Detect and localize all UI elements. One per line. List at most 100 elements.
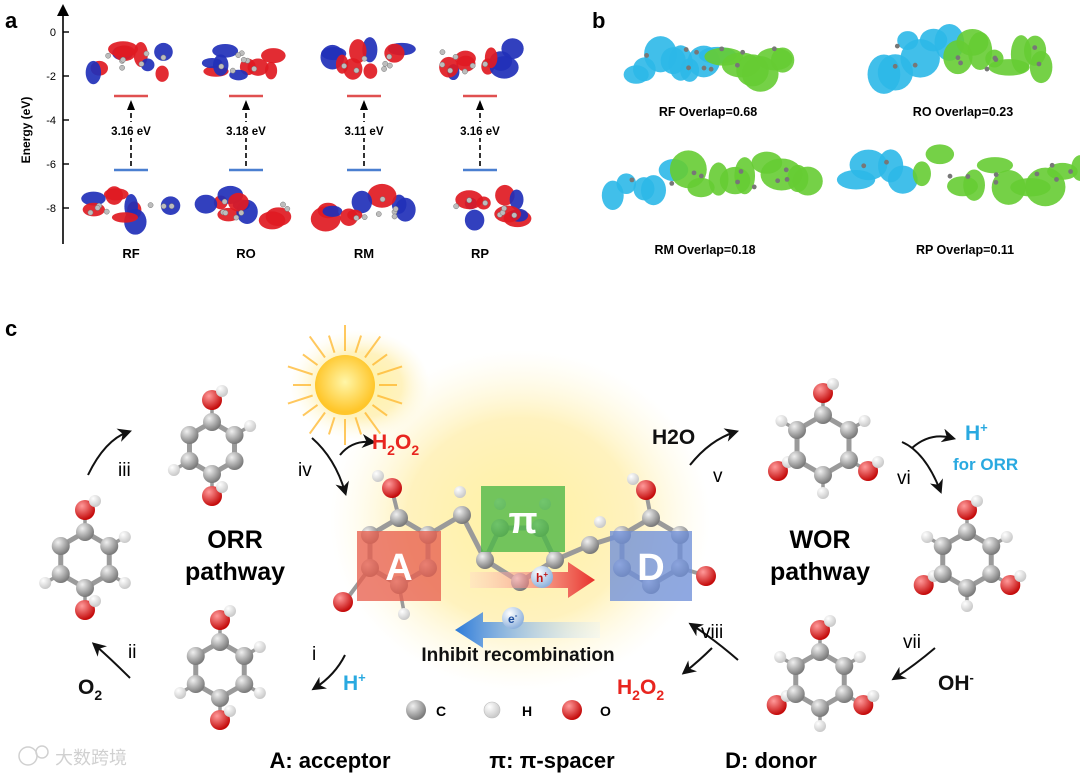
gap-value: 3.18 eV [226,126,266,138]
molecule-column-ro: 3.18 eV RO [194,44,292,261]
atom-dot [1068,169,1073,174]
orbital-lobe [105,186,123,205]
oxygen-atom [810,620,830,640]
arrow-step-v [689,428,739,466]
legend-carbon-label: C [436,703,446,719]
o2-label: O2 [78,676,102,703]
panel-label-b: b [592,8,605,33]
h2o2-top: H2O2 [372,431,419,458]
gap-arrowhead [127,100,135,110]
hydrogen-atom [244,420,257,432]
hydrogen-atom [253,641,266,653]
hplus-orr-h: H [343,672,358,695]
y-tick-label: -2 [46,71,56,83]
atom-dot [235,52,242,58]
orbital-lobe [194,194,218,214]
atom-dot [701,65,707,71]
y-ticks: 0-2-4-6-8 [46,27,69,215]
sun-ray [354,417,363,435]
orbital-lobe [351,190,373,214]
sun-ray [302,353,319,366]
carbon-atom [186,675,205,693]
sun-ray [364,335,382,359]
legend-oxygen-ball [562,700,582,720]
atom-dot [103,208,110,215]
atom-dot [784,176,790,182]
hydrogen-atom [1000,531,1013,543]
hydrogen-atom [398,608,410,620]
hplus-wor-charge: + [980,420,988,435]
donor-block-label: D [637,547,664,589]
overlap-label-rm: RM Overlap=0.18 [654,243,755,257]
orbital-lobe [111,212,139,223]
for-orr-label: for ORR [953,455,1018,474]
hydrogen-atom [118,577,131,589]
carbon-atom [811,643,829,661]
density-lobe [976,157,1014,174]
density-lobe [887,165,918,194]
hydrogen-atom [174,687,187,699]
atom-dot [1034,171,1040,177]
atom-dot [469,62,476,69]
hydrogen-atom [253,687,266,699]
h2o2-bottom-h: H [617,676,632,699]
molecule-wor-v [767,378,885,499]
inhibit-recombination-text: Inhibit recombination [421,645,614,666]
orr-title-line1: ORR [207,526,263,554]
oh-label: OH- [938,670,974,695]
legend-carbon-ball [406,700,426,720]
wor-title-line2: pathway [770,558,870,586]
molecule-label: RO [236,246,256,261]
orbital-lobe [108,41,139,58]
atom-dot [381,66,387,72]
h2o-label: H2O [652,426,695,449]
carbon-atom [51,565,70,583]
arrow-vi-hplus [911,428,957,449]
oxygen-atom [957,500,977,520]
atom-dot [143,50,150,57]
oxygen-atom [210,610,230,630]
hplus-wor: H+ [965,420,988,445]
atom-dot [386,62,393,69]
hydrogen-atom [814,720,826,732]
legend-hydrogen-label: H [522,703,532,719]
y-tick-label: -4 [46,115,56,127]
density-lobe [792,166,823,196]
step-i: i [312,644,316,665]
overlap-label-ro: RO Overlap=0.23 [913,105,1013,119]
sun-ray [327,335,336,353]
carbon-atom [933,537,952,555]
atom-dot [984,66,990,72]
orbital-lobe [494,205,522,223]
gap-arrowhead [476,100,484,110]
h2o2-top-sub1: 2 [387,442,395,458]
atom-dot [1036,61,1042,67]
arrow-step-ii [91,642,131,679]
carbon-atom [982,537,1001,555]
atom-dot [361,55,368,62]
atom-dot [884,159,889,165]
step-iv: iv [298,460,312,481]
sun-ray [308,335,326,359]
oxygen-atom [913,575,934,595]
atom-dot [683,47,689,52]
carbon-atom [76,579,94,597]
atom-dot [341,63,347,69]
hydrogen-atom [224,605,236,617]
atom-dot [1049,162,1055,168]
carbon-atom [839,421,858,439]
gap-value: 3.16 eV [111,126,151,138]
step-ii: ii [128,642,136,663]
wor-title-line1: WOR [789,526,850,554]
hydrogen-atom [89,595,101,607]
atom-dot [955,55,961,61]
carbon-atom [835,685,854,703]
oxygen-atom [210,710,230,730]
hole-label: h+ [536,570,548,585]
atom-dot [439,61,446,68]
density-lobe [687,177,715,198]
atom-dot [861,163,867,169]
atom-dot [222,210,229,216]
carbon-atom [100,565,119,583]
